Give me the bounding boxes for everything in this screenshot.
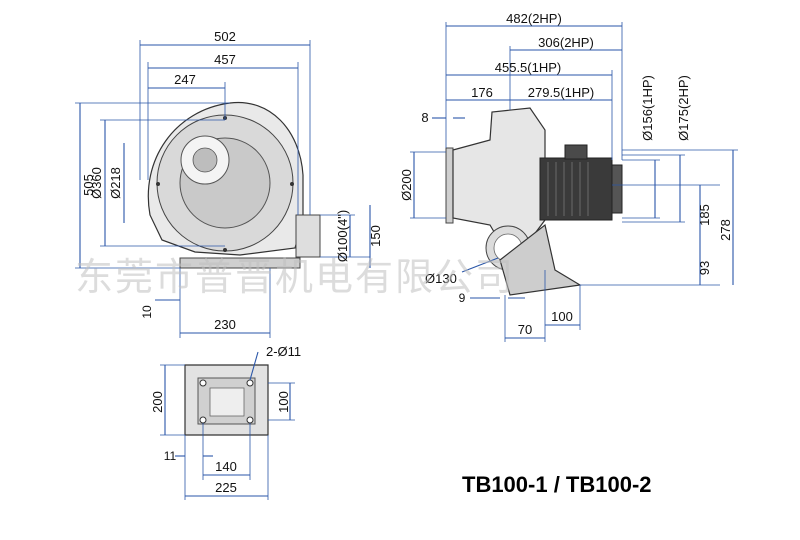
dim-outlet-height: 150 <box>368 225 383 247</box>
dim-height-93: 93 <box>697 261 712 275</box>
dim-side-length-1hp: 455.5(1HP) <box>495 60 561 75</box>
dim-height-185: 185 <box>697 204 712 226</box>
dim-diameter-inner: Ø218 <box>108 167 123 199</box>
mount-hole <box>246 379 254 387</box>
dim-diameter-outer: Ø360 <box>89 167 104 199</box>
mount-hole <box>199 416 207 424</box>
side-housing <box>452 107 546 243</box>
dim-inlet-diameter: Ø200 <box>399 169 414 201</box>
dim-side-length-2hp: 482(2HP) <box>506 11 562 26</box>
dim-motor-diameter-2hp: Ø175(2HP) <box>676 75 691 141</box>
dim-flange-thickness: 8 <box>421 110 428 125</box>
dim-base-width-140: 140 <box>215 459 237 474</box>
front-outlet <box>295 214 321 258</box>
side-terminal-box <box>564 144 588 160</box>
dim-motor-diameter-1hp: Ø156(1HP) <box>640 75 655 141</box>
dim-base-depth-200: 200 <box>150 391 165 413</box>
side-motor <box>539 157 613 221</box>
dim-base-holes: 2-Ø11 <box>266 344 301 359</box>
dim-base-depth-100: 100 <box>276 391 291 413</box>
dim-gap-9: 9 <box>459 291 466 305</box>
model-title: TB100-1 / TB100-2 <box>462 472 652 497</box>
side-view: 482(2HP) 306(2HP) 455.5(1HP) 176 279.5(1… <box>399 11 738 342</box>
front-view: 502 457 247 505 Ø360 Ø218 Ø100(4") 150 1… <box>75 29 383 338</box>
dim-base-100: 100 <box>551 309 573 324</box>
dim-base-offset-11: 11 <box>164 449 177 463</box>
side-inlet-flange <box>445 147 454 224</box>
dim-base-70: 70 <box>518 322 532 337</box>
dim-side-length-176: 176 <box>471 85 493 100</box>
dim-side-length-279: 279.5(1HP) <box>528 85 594 100</box>
dim-width-inner: 457 <box>214 52 236 67</box>
dim-outlet-diameter-side: Ø130 <box>425 271 457 286</box>
dim-width-overall: 502 <box>214 29 236 44</box>
base-view: 2-Ø11 200 100 11 140 225 <box>150 344 301 500</box>
front-motor-hub <box>192 147 218 173</box>
watermark-text: 东莞市普晋机电有限公司 <box>75 257 515 299</box>
side-base <box>499 223 582 296</box>
dim-outlet-diameter: Ø100(4") <box>335 210 350 262</box>
front-base <box>179 257 301 269</box>
dim-height-overall: 505 <box>81 174 96 196</box>
dim-height-278: 278 <box>718 219 733 241</box>
dim-base-width-225: 225 <box>215 480 237 495</box>
dim-side-length-306: 306(2HP) <box>538 35 594 50</box>
dim-width-to-center: 247 <box>174 72 196 87</box>
mount-hole <box>199 379 207 387</box>
dim-base-width: 230 <box>214 317 236 332</box>
side-motor-endcap <box>611 164 623 214</box>
mount-hole <box>246 416 254 424</box>
dim-base-gap: 10 <box>140 305 154 319</box>
